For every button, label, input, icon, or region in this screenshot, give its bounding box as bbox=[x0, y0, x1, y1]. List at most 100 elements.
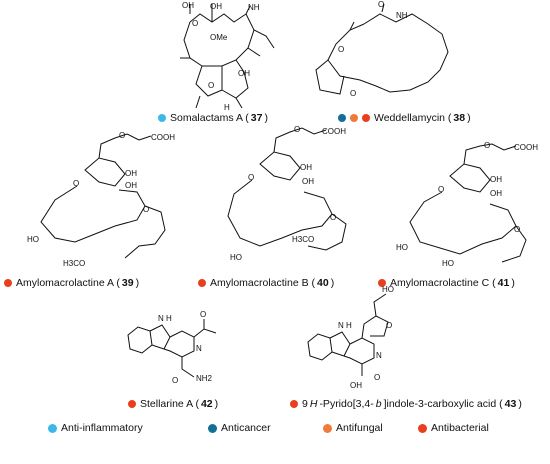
compound-name-italic: H bbox=[309, 398, 318, 410]
caption-compound-42: Stellarine A (42) bbox=[128, 398, 218, 410]
atom-label: O bbox=[386, 321, 392, 330]
compound-number: 41 bbox=[497, 277, 510, 289]
compound-name-prefix: 9 bbox=[302, 398, 308, 410]
compound-close: ) bbox=[518, 398, 522, 410]
atom-label: O bbox=[248, 173, 254, 182]
atom-label: COOH bbox=[514, 143, 538, 152]
atom-label: O bbox=[330, 213, 336, 222]
atom-label: OH bbox=[125, 169, 137, 178]
atom-label: O bbox=[438, 185, 444, 194]
activity-dot-antibacterial bbox=[378, 279, 386, 287]
activity-dot-antibacterial bbox=[4, 279, 12, 287]
caption-compound-38: Weddellamycin (38) bbox=[338, 112, 471, 124]
atom-label: OH bbox=[300, 163, 312, 172]
structure-stellarine-a: N H O N O NH2 bbox=[120, 305, 240, 390]
caption-compound-40: Amylomacrolactine B (40) bbox=[198, 277, 334, 289]
atom-label: HO bbox=[396, 243, 408, 252]
caption-compound-41: Amylomacrolactine C (41) bbox=[378, 277, 515, 289]
legend-item-anticancer: Anticancer bbox=[208, 422, 271, 434]
compound-close: ) bbox=[467, 112, 471, 124]
structure-amylomacrolactine-b: O COOH OH OH O O H3CO HO bbox=[190, 120, 360, 270]
legend: Anti-inflammatory Anticancer Antifungal … bbox=[0, 420, 550, 440]
activity-dot-antibacterial bbox=[128, 400, 136, 408]
compound-number: 38 bbox=[453, 112, 466, 124]
compound-number: 40 bbox=[317, 277, 329, 289]
compound-name: Somalactams A ( bbox=[170, 112, 249, 124]
atom-label: N H bbox=[338, 321, 352, 330]
activity-dot-anti-inflammatory bbox=[158, 114, 166, 122]
structure-amylomacrolactine-c: O COOH OH OH O O HO HO bbox=[390, 140, 550, 270]
legend-label: Anticancer bbox=[221, 422, 271, 434]
atom-label: NH2 bbox=[196, 374, 213, 383]
atom-label: HO bbox=[442, 259, 454, 268]
compound-number: 43 bbox=[504, 398, 517, 410]
atom-label: OH bbox=[302, 177, 314, 186]
activity-dot-antibacterial bbox=[198, 279, 206, 287]
activity-dot-antibacterial bbox=[362, 114, 370, 122]
activity-dot-antibacterial bbox=[290, 400, 298, 408]
compound-number: 39 bbox=[121, 277, 134, 289]
atom-label: H3CO bbox=[63, 259, 85, 268]
legend-item-antifungal: Antifungal bbox=[323, 422, 383, 434]
compound-close: ) bbox=[135, 277, 140, 289]
compound-name: Weddellamycin ( bbox=[374, 112, 452, 124]
legend-label: Anti-inflammatory bbox=[61, 422, 143, 434]
compound-name: Stellarine A ( bbox=[140, 398, 199, 410]
structure-weddellamycin: O NH O O bbox=[300, 0, 480, 115]
legend-dot-anticancer bbox=[208, 423, 217, 433]
atom-label: O bbox=[514, 225, 520, 234]
atom-label: NH bbox=[396, 11, 408, 20]
atom-label: O bbox=[338, 45, 344, 54]
compound-name-suffix: ]indole-3-carboxylic acid ( bbox=[383, 398, 503, 410]
atom-label: OMe bbox=[210, 33, 228, 42]
compound-name-italic2: b bbox=[375, 398, 382, 410]
compound-name: Amylomacrolactine A ( bbox=[16, 277, 120, 289]
atom-label: OH bbox=[238, 69, 250, 78]
atom-label: H bbox=[224, 103, 230, 112]
atom-label: COOH bbox=[322, 127, 346, 136]
atom-label: HO bbox=[27, 235, 39, 244]
compound-name-mid: -Pyrido[3,4- bbox=[319, 398, 374, 410]
atom-label: OH bbox=[125, 181, 137, 190]
atom-label: HO bbox=[230, 253, 242, 262]
atom-label: OH bbox=[350, 381, 362, 390]
atom-label: O bbox=[484, 141, 490, 150]
compound-name: Amylomacrolactine B ( bbox=[210, 277, 316, 289]
compound-close: ) bbox=[330, 277, 335, 289]
atom-label: N H bbox=[158, 314, 172, 323]
atom-label: N bbox=[196, 344, 202, 353]
legend-dot-antibacterial bbox=[418, 423, 427, 433]
atom-label: O bbox=[73, 179, 79, 188]
atom-label: O bbox=[378, 0, 384, 9]
legend-label: Antifungal bbox=[336, 422, 383, 434]
atom-label: COOH bbox=[151, 133, 175, 142]
atom-label: O bbox=[119, 131, 125, 140]
atom-label: N bbox=[376, 351, 382, 360]
legend-item-anti-inflammatory: Anti-inflammatory bbox=[48, 422, 143, 434]
caption-compound-37: Somalactams A (37) bbox=[158, 112, 268, 124]
atom-label: O bbox=[200, 310, 206, 319]
structure-somalactam-a: OH OH O OMe NH OH O H bbox=[150, 0, 280, 115]
compound-number: 37 bbox=[250, 112, 263, 124]
activity-dot-anticancer bbox=[338, 114, 346, 122]
caption-compound-39: Amylomacrolactine A (39) bbox=[4, 277, 139, 289]
atom-label: H3CO bbox=[292, 235, 314, 244]
compound-close: ) bbox=[264, 112, 268, 124]
legend-item-antibacterial: Antibacterial bbox=[418, 422, 489, 434]
structure-amylomacrolactine-a: O COOH OH OH O O HO H3CO bbox=[15, 130, 180, 270]
compound-name: Amylomacrolactine C ( bbox=[390, 277, 496, 289]
atom-label: O bbox=[143, 205, 149, 214]
atom-label: O bbox=[192, 19, 198, 28]
legend-dot-antifungal bbox=[323, 423, 332, 433]
compound-close: ) bbox=[214, 398, 219, 410]
activity-dot-antifungal bbox=[350, 114, 358, 122]
atom-label: OH bbox=[490, 189, 502, 198]
legend-label: Antibacterial bbox=[431, 422, 489, 434]
structure-compound-43: HO O N H N O OH bbox=[300, 280, 420, 395]
atom-label: OH bbox=[182, 1, 194, 10]
atom-label: O bbox=[350, 89, 356, 98]
compound-close: ) bbox=[511, 277, 515, 289]
compound-number: 42 bbox=[200, 398, 213, 410]
atom-label: HO bbox=[382, 285, 394, 294]
